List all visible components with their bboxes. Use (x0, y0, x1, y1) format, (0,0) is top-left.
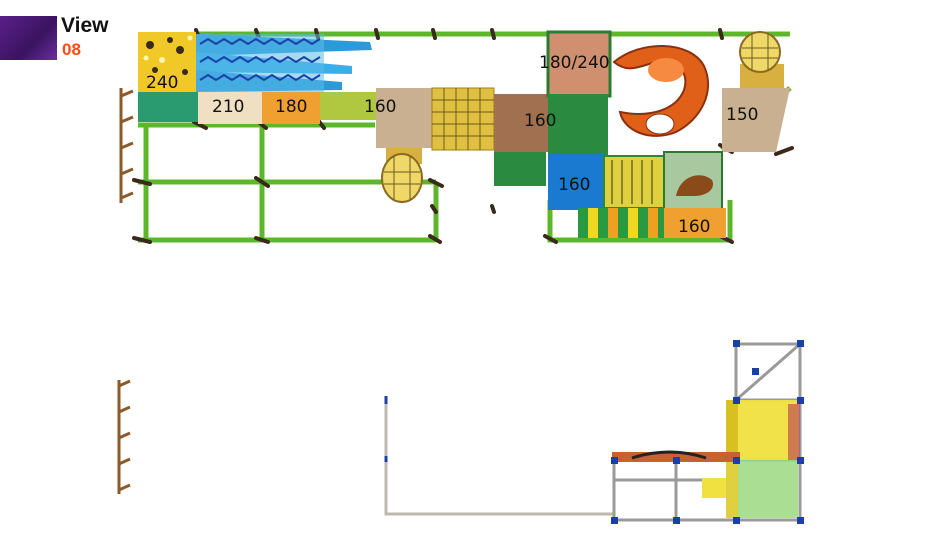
height-label: 210 (212, 97, 244, 117)
view-title: View (61, 14, 109, 37)
side-roof-hole (631, 450, 707, 460)
platform-150 (722, 88, 790, 152)
height-label: 150 (726, 105, 758, 125)
platform-180 (262, 92, 320, 124)
yellow-lower-panel (726, 460, 738, 518)
tower-blue-body (548, 154, 604, 210)
platform-tan (376, 88, 436, 148)
height-label: 180/240 (539, 53, 610, 73)
view-number: 08 (62, 40, 81, 59)
small-yellow-step (702, 478, 726, 498)
crawl-net-grid (432, 88, 494, 150)
stairs-green (494, 152, 546, 186)
platform-160-bottom (664, 208, 726, 238)
wall-ladder-top (119, 88, 134, 203)
height-label: 160 (364, 97, 396, 117)
top-view: 240 210 180 160 160 180/240 150 160 160 (119, 28, 794, 244)
blue-joints (611, 340, 804, 524)
round-tower (739, 31, 784, 88)
side-view (117, 340, 804, 524)
roller-tunnel (603, 155, 665, 209)
view-badge (0, 16, 57, 60)
yellow-side-panel (726, 400, 738, 460)
tower-roof (546, 30, 612, 98)
green-panel (738, 460, 798, 518)
height-label: 160 (678, 217, 710, 237)
tube-lookout (381, 148, 423, 203)
platform-160-left (320, 92, 378, 120)
side-sign-panel (788, 404, 800, 460)
wave-slides (196, 34, 372, 92)
tunnel-rings (611, 160, 653, 204)
height-labels: 240 210 180 160 160 180/240 150 160 160 (146, 53, 758, 237)
platform-210 (198, 92, 262, 124)
platform-160-mid (494, 94, 550, 152)
crawl-net-deck (431, 87, 495, 151)
height-label: 240 (146, 73, 178, 93)
tower-green-body (548, 94, 608, 156)
wall-ladder-side (117, 379, 131, 494)
spiral-slide (612, 45, 709, 137)
paw-platform (138, 32, 198, 122)
side-thin-frame (384, 396, 614, 516)
striped-walkway (578, 208, 664, 238)
height-label: 160 (558, 175, 590, 195)
animal-figure (676, 175, 714, 196)
height-label: 160 (524, 111, 556, 131)
height-label: 180 (275, 97, 307, 117)
